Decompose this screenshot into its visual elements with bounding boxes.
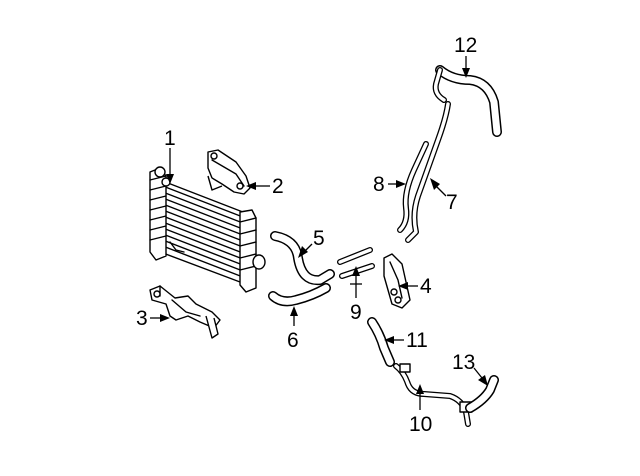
callout-6: 6 [287, 329, 299, 352]
callout-2: 2 [272, 175, 284, 198]
callout-9: 9 [350, 301, 362, 324]
cooler-bracket[interactable] [207, 149, 251, 195]
hose-6[interactable] [268, 283, 331, 307]
lower-bracket[interactable] [149, 285, 221, 339]
callout-10: 10 [409, 413, 433, 436]
leader-lines [150, 56, 488, 410]
upper-hose[interactable] [432, 65, 502, 137]
callout-1: 1 [164, 127, 176, 150]
small-hose[interactable] [465, 375, 499, 413]
hose-5[interactable] [270, 231, 335, 286]
callout-5: 5 [313, 227, 325, 250]
callout-4: 4 [420, 275, 432, 298]
callout-8: 8 [373, 173, 385, 196]
callout-3: 3 [136, 307, 148, 330]
callout-12: 12 [454, 34, 478, 57]
short-hose[interactable] [367, 317, 395, 367]
tube-7[interactable] [405, 101, 451, 243]
callout-7: 7 [446, 191, 458, 214]
tube-bracket[interactable] [383, 253, 411, 309]
callout-13: 13 [452, 351, 476, 374]
callout-11: 11 [406, 329, 428, 352]
tube-8[interactable] [397, 141, 429, 233]
